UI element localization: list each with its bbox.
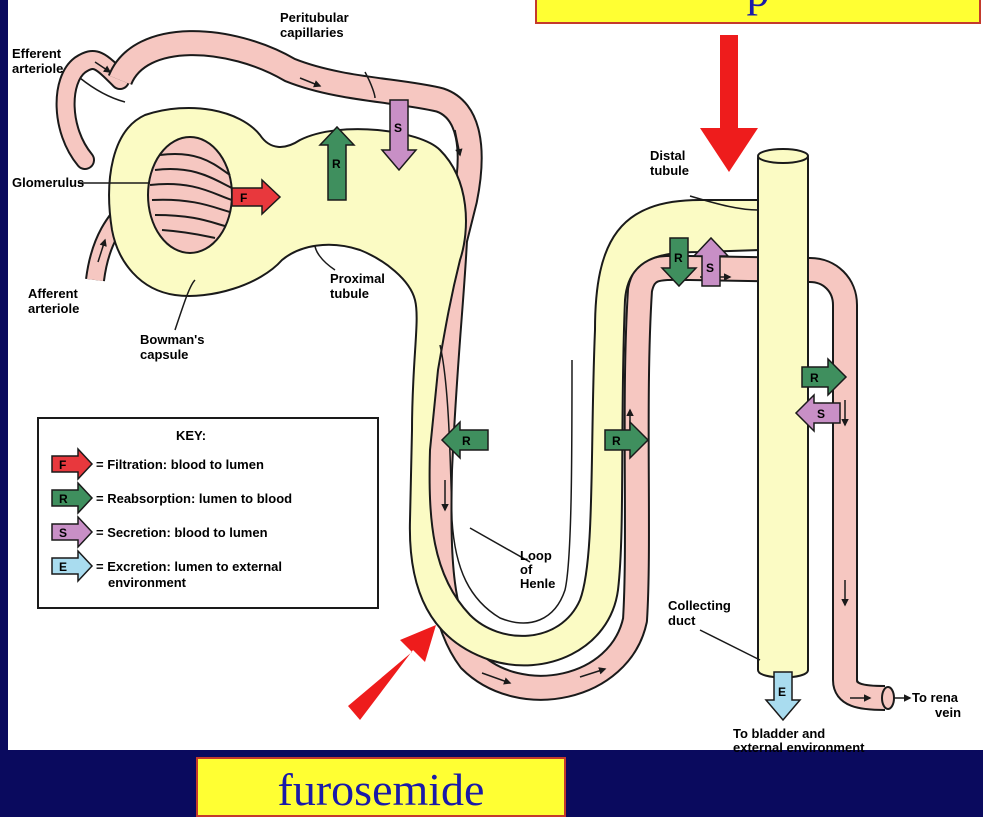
drug-banner-bottom: furosemide [196, 757, 566, 817]
drug-banner-top-text: p [747, 0, 770, 16]
legend-text-filtration: = Filtration: blood to lumen [96, 457, 264, 472]
legend-text-excretion-cont: environment [108, 575, 187, 590]
legend-text-secretion: = Secretion: blood to lumen [96, 525, 268, 540]
label-distal-tubule: Distal tubule [650, 148, 689, 178]
svg-text:S: S [817, 407, 825, 421]
label-efferent-arteriole: Efferent arteriole [12, 46, 65, 76]
badge-letter-f: F [240, 191, 247, 205]
label-peritubular-capillaries: Peritubular capillaries [280, 10, 352, 40]
svg-text:R: R [59, 492, 68, 506]
nephron-slide: F R S R R R S [0, 0, 983, 799]
svg-text:R: R [674, 251, 683, 265]
svg-text:S: S [394, 121, 402, 135]
svg-text:R: R [810, 371, 819, 385]
legend-title: KEY: [176, 428, 206, 443]
svg-text:E: E [778, 685, 786, 699]
svg-text:S: S [706, 261, 714, 275]
svg-text:S: S [59, 526, 67, 540]
label-glomerulus: Glomerulus [12, 175, 84, 190]
drug-banner-bottom-text: furosemide [278, 764, 485, 815]
legend-box [38, 418, 378, 608]
glomerulus-capillary-tuft [148, 137, 232, 253]
drug-banner-top: p [535, 0, 981, 24]
legend-text-excretion: = Excretion: lumen to external [96, 559, 282, 574]
label-afferent-arteriole: Afferent arteriole [28, 286, 81, 316]
legend-text-reabsorption: = Reabsorption: lumen to blood [96, 491, 292, 506]
nephron-diagram: F R S R R R S [0, 0, 983, 799]
svg-text:E: E [59, 560, 67, 574]
svg-text:R: R [462, 434, 471, 448]
legend-key: KEY: F = Filtration: blood to lumen R = … [38, 418, 378, 608]
svg-text:R: R [332, 157, 341, 171]
svg-text:F: F [59, 458, 66, 472]
svg-text:R: R [612, 434, 621, 448]
